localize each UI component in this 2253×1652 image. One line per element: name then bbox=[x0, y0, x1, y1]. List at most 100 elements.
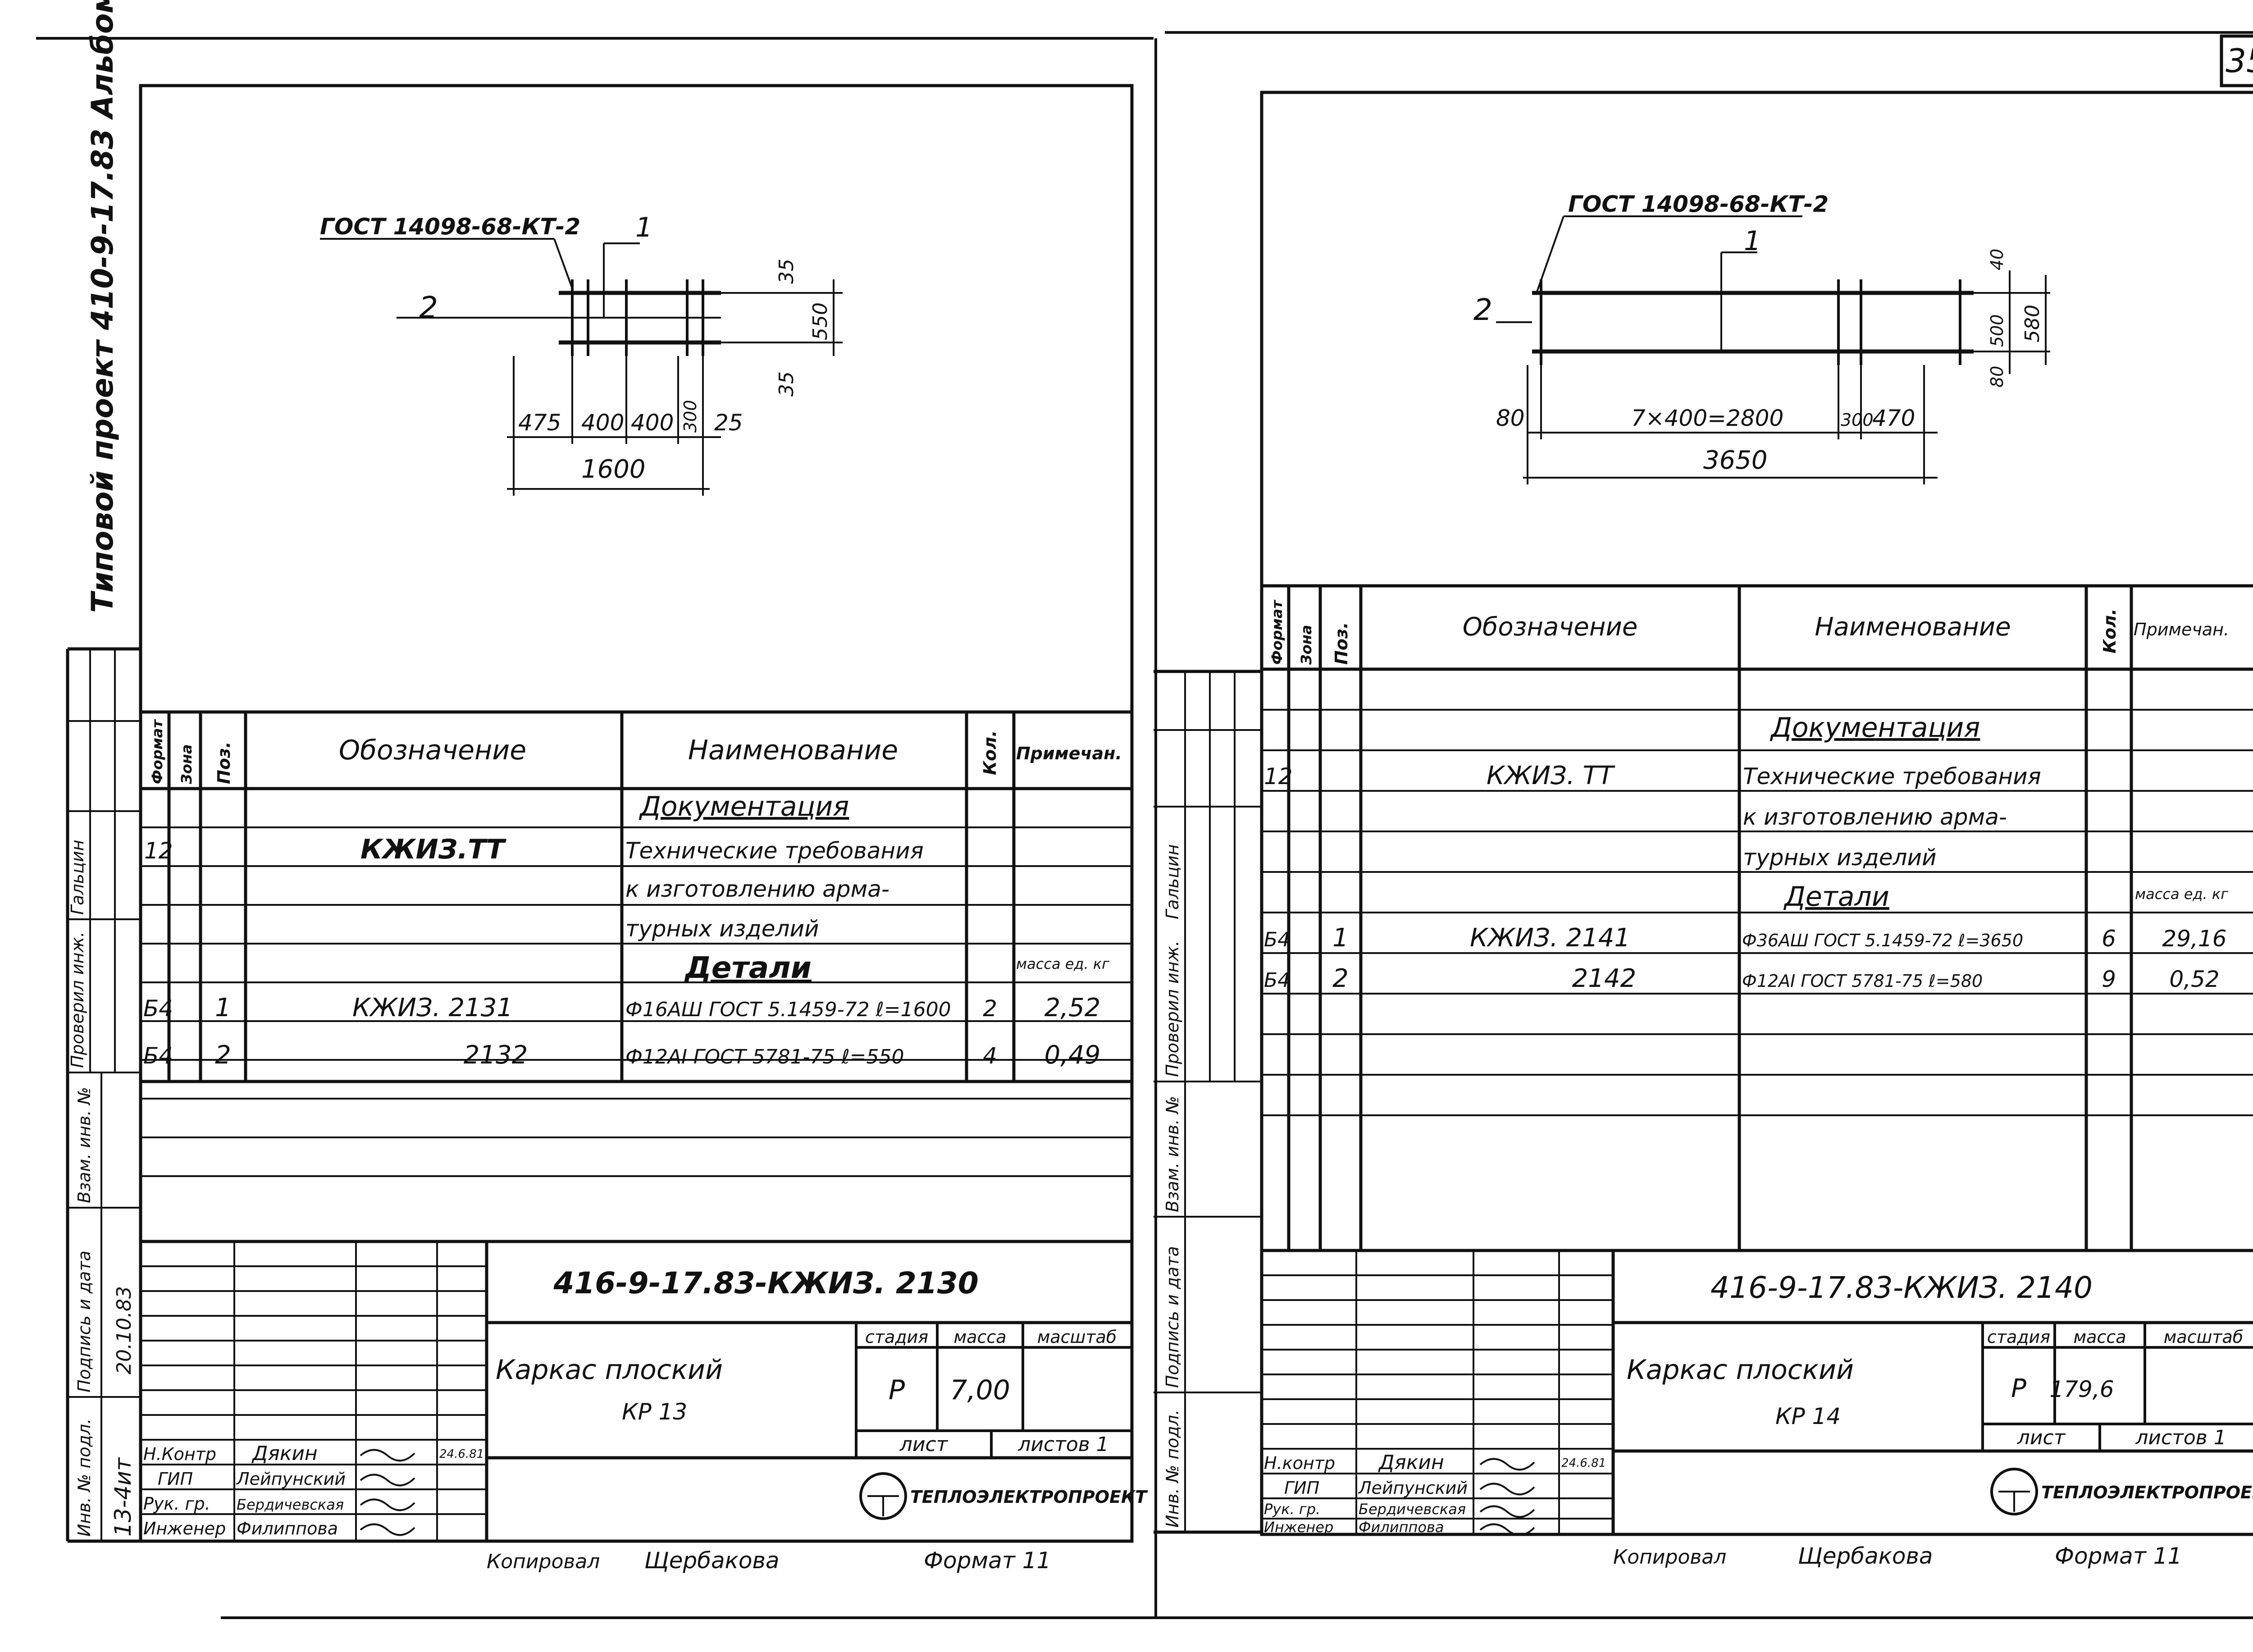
hdr-note: Примечан. bbox=[2134, 620, 2229, 639]
org-name: ТЕПЛОЭЛЕКТРОПРОЕКТ bbox=[2041, 1483, 2253, 1502]
hdr-zone: Зона bbox=[1298, 625, 1315, 665]
doc-code-title: 416-9-17.83-КЖИЗ. 2140 bbox=[1710, 1270, 2093, 1305]
dim-400a: 400 bbox=[581, 410, 624, 436]
row-name: Ф12АI ГОСТ 5781-75 ℓ=550 bbox=[625, 1045, 904, 1068]
mass-label: масса ед. кг bbox=[2135, 885, 2228, 903]
title-block: 416-9-17.83-КЖИЗ. 2130 Каркас плоский КР… bbox=[141, 1240, 1148, 1541]
page-frame bbox=[36, 31, 2253, 1619]
weld-spec: ГОСТ 14098-68-КТ-2 bbox=[1568, 191, 1829, 217]
name-1: Дякин bbox=[251, 1442, 318, 1465]
hdr-name: Наименование bbox=[688, 735, 898, 766]
row-pos: 1 bbox=[215, 993, 231, 1022]
dim-475: 475 bbox=[518, 410, 561, 436]
table-row: Б4 2 2142 Ф12АI ГОСТ 5781-75 ℓ=580 9 0,5… bbox=[1264, 964, 2220, 993]
dim-300: 300 bbox=[680, 400, 700, 433]
margin-field-sign-r: Подпись и дата bbox=[1163, 1246, 1182, 1388]
row-name: Ф12АI ГОСТ 5781-75 ℓ=580 bbox=[1742, 971, 1983, 991]
sign-date: 24.6.81 bbox=[1561, 1456, 1606, 1470]
dim-80b: 80 bbox=[1987, 366, 2007, 388]
sheets-label: листов 1 bbox=[2135, 1426, 2226, 1449]
signature-2 bbox=[1479, 1483, 1535, 1496]
table-row: Б4 1 КЖИЗ. 2131 Ф16АШ ГОСТ 5.1459-72 ℓ=1… bbox=[143, 993, 1100, 1022]
table-row: Б4 1 КЖИЗ. 2141 Ф36АШ ГОСТ 5.1459-72 ℓ=3… bbox=[1264, 923, 2227, 953]
copier-name: Щербакова bbox=[644, 1547, 780, 1574]
role-3: Рук. гр. bbox=[143, 1494, 210, 1514]
row-format: Б4 bbox=[1264, 928, 1290, 951]
hdr-designation: Обозначение bbox=[1463, 612, 1638, 642]
dim-580: 580 bbox=[2021, 305, 2044, 342]
format-label: Формат 11 bbox=[924, 1547, 1051, 1574]
sheet-label: лист bbox=[2017, 1426, 2066, 1449]
doc-name-1: Технические требования bbox=[625, 838, 924, 864]
section-docs: Документация bbox=[639, 791, 849, 822]
margin-reviewer-r: Проверил инж. bbox=[1163, 940, 1182, 1077]
name-4: Филиппова bbox=[1359, 1519, 1444, 1536]
table-row: Б4 2 2132 Ф12АI ГОСТ 5781-75 ℓ=550 4 0,4… bbox=[143, 1040, 1100, 1070]
copied-label: Копировал bbox=[1613, 1546, 1726, 1569]
left-sheet: Типовой проект 410-9-17.83 Альбом XII Ин… bbox=[66, 0, 1148, 1574]
row-pos: 1 bbox=[1332, 923, 1349, 953]
hdr-note: Примечан. bbox=[1016, 744, 1122, 763]
hdr-pos: Поз. bbox=[214, 742, 234, 784]
mass-label-tb: масса bbox=[953, 1327, 1006, 1347]
margin-reviewer-name: Гальцин bbox=[68, 840, 87, 915]
scale-label: масштаб bbox=[2164, 1327, 2243, 1347]
doc-format: 12 bbox=[144, 838, 173, 864]
row-format: Б4 bbox=[143, 1043, 173, 1069]
org-name: ТЕПЛОЭЛЕКТРОПРОЕКТ bbox=[910, 1487, 1148, 1507]
mass-label-tb: масса bbox=[2073, 1327, 2126, 1347]
pos-1-label: 1 bbox=[635, 212, 652, 243]
dim-550: 550 bbox=[809, 302, 832, 340]
row-name: Ф36АШ ГОСТ 5.1459-72 ℓ=3650 bbox=[1742, 931, 2023, 950]
role-1: Н.контр bbox=[1264, 1453, 1335, 1473]
margin-field-inv-r: Инв. № подл. bbox=[1163, 1410, 1182, 1528]
row-note: 0,49 bbox=[1044, 1040, 1101, 1070]
role-1: Н.Контр bbox=[143, 1444, 216, 1464]
row-note: 2,52 bbox=[1044, 993, 1101, 1022]
sheet-label: лист bbox=[899, 1433, 949, 1456]
title-main: Каркас плоский bbox=[1627, 1354, 1854, 1386]
org-logo: ТЕПЛОЭЛЕКТРОПРОЕКТ bbox=[859, 1472, 1148, 1520]
title-main: Каркас плоский bbox=[496, 1354, 723, 1386]
doc-name-2: к изготовлению арма- bbox=[1743, 804, 2007, 830]
row-name: Ф16АШ ГОСТ 5.1459-72 ℓ=1600 bbox=[625, 998, 951, 1021]
hdr-name: Наименование bbox=[1815, 612, 2011, 642]
stage-label: стадия bbox=[865, 1327, 928, 1347]
row-pos: 2 bbox=[215, 1040, 231, 1070]
stage-label: стадия bbox=[1987, 1327, 2050, 1347]
stage-value: Р bbox=[2011, 1374, 2026, 1403]
right-sheet: Инв. № подл. Подпись и дата Взам. инв. №… bbox=[1154, 91, 2253, 1569]
dim-40: 40 bbox=[1987, 249, 2007, 270]
rebar-cage-drawing: ГОСТ 14098-68-КТ-2 1 2 35 550 bbox=[320, 212, 843, 496]
dim-500: 500 bbox=[1987, 314, 2007, 347]
page-number-box: 35 bbox=[2220, 34, 2253, 87]
margin-field-replace-r: Взам. инв. № bbox=[1163, 1096, 1182, 1212]
sign-date: 24.6.81 bbox=[439, 1447, 484, 1461]
margin-serial: 13-4ит bbox=[110, 1457, 136, 1537]
pos-1-label: 1 bbox=[1744, 225, 1761, 257]
row-designation: КЖИЗ. 2131 bbox=[352, 993, 513, 1022]
section-details: Детали bbox=[1783, 881, 1889, 913]
hdr-designation: Обозначение bbox=[339, 735, 526, 766]
spec-table: Формат Зона Поз. Обозначение Наименовани… bbox=[141, 710, 1132, 1177]
name-3: Бердичевская bbox=[1359, 1501, 1466, 1518]
hdr-format: Формат bbox=[1268, 599, 1286, 665]
signature-2 bbox=[360, 1474, 415, 1487]
dim-chain: 7×400=2800 bbox=[1631, 405, 1783, 431]
hdr-zone: Зона bbox=[178, 744, 195, 785]
rebar-cage-drawing: ГОСТ 14098-68-КТ-2 1 2 40 500 80 580 bbox=[1473, 191, 2050, 484]
dim-80a: 80 bbox=[1496, 405, 1525, 431]
album-title: Типовой проект 410-9-17.83 Альбом XII bbox=[85, 0, 120, 613]
hdr-pos: Поз. bbox=[1332, 622, 1351, 665]
page-number: 35 bbox=[2226, 42, 2253, 80]
dim-1600: 1600 bbox=[581, 455, 646, 484]
dim-25: 25 bbox=[714, 410, 743, 436]
margin-field-replace: Взам. инв. № bbox=[74, 1087, 94, 1203]
doc-name-1: Технические требования bbox=[1743, 763, 2041, 789]
copied-label: Копировал bbox=[487, 1550, 600, 1573]
role-3: Рук. гр. bbox=[1264, 1501, 1320, 1518]
name-1: Дякин bbox=[1378, 1451, 1444, 1474]
margin-date: 20.10.83 bbox=[113, 1286, 136, 1374]
doc-code-title: 416-9-17.83-КЖИЗ. 2130 bbox=[553, 1266, 978, 1301]
